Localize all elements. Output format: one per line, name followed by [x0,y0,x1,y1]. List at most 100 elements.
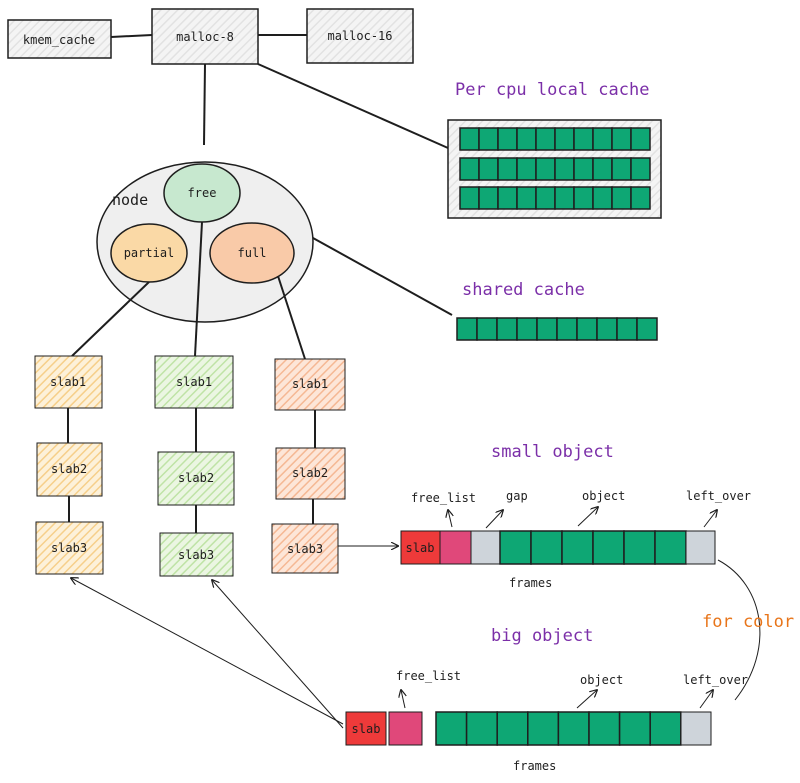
per-cpu-cache-cell [611,127,632,151]
full-label: full [238,246,267,260]
per-cpu-cache-cell [592,127,613,151]
per-cpu-cache-cell [478,186,499,210]
big-free-list-block [388,711,423,746]
small-gap-block [470,530,501,565]
per-cpu-cache-cell [497,157,518,181]
big-object-frame [618,711,651,746]
small-left-over-block [685,530,716,565]
small-frames-label: frames [509,576,552,590]
small-slab-header [400,530,441,565]
per-cpu-cache-cell [535,186,556,210]
big-left-over-arrow [699,690,713,709]
full-slab1-label: slab1 [292,377,328,391]
big-object-arrow [576,690,597,709]
small-object-frame [499,530,532,565]
kmem-to-malloc8-edge [110,34,153,38]
big-object-frame [435,711,468,746]
big-object-frame [496,711,529,746]
per-cpu-cache-title: Per cpu local cache [455,80,649,100]
small-object-frame [623,530,656,565]
per-cpu-cache-cell [497,127,518,151]
big-slab-to-partial-slab3-arrow [71,578,344,725]
free-slab1-label: slab1 [176,375,212,389]
per-cpu-cache-cell [516,127,537,151]
small-object-arrow [577,507,598,527]
shared-cache-row [456,317,658,341]
shared-cache-cell [576,317,598,341]
partial-slab1-label: slab1 [50,375,86,389]
small-gap-arrow [485,510,503,529]
partial-to-slabs-edge [71,281,150,357]
free-label: free [188,186,217,200]
shared-cache-cell [596,317,618,341]
partial-slab3-label: slab3 [51,541,87,555]
per-cpu-cache-cell [611,186,632,210]
full-slab3-label: slab3 [287,542,323,556]
full-slab-column: slab1 slab2 slab3 [271,358,346,574]
small-gap-label: gap [506,489,528,503]
per-cpu-cache-cell [478,127,499,151]
shared-cache-cell [636,317,658,341]
per-cpu-cache-cell [497,186,518,210]
big-left-over-label: left_over [683,673,748,687]
big-object-frame [649,711,682,746]
per-cpu-cache-cell [459,127,480,151]
partial-slab-column: slab1 slab2 slab3 [34,355,104,575]
per-cpu-cache-cell [573,186,594,210]
big-slab-to-free-slab3-arrow [212,580,344,729]
malloc-16-label: malloc-16 [327,29,392,43]
free-to-slabs-edge [194,221,203,357]
kmem-cache-box: kmem_cache [7,19,112,59]
small-object-frame [530,530,563,565]
shared-cache-cell [556,317,578,341]
small-free-list-label: free_list [411,491,476,505]
big-object-frames [435,711,682,746]
shared-cache-cell [516,317,538,341]
per-cpu-cache-cell [516,157,537,181]
big-object-frame [588,711,621,746]
small-object-slab-layout: slab [400,530,716,565]
small-object-frames [499,530,687,565]
big-left-over-block [680,711,712,746]
free-slab-column: slab1 slab2 slab3 [154,355,235,577]
full-to-slabs-edge [277,275,306,360]
per-cpu-cache-cell [630,127,651,151]
malloc-8-label: malloc-8 [176,30,234,44]
per-cpu-cache-cell [592,186,613,210]
big-slab-label: slab [352,722,381,736]
free-slab2-label: slab2 [178,471,214,485]
per-cpu-cache-cell [535,127,556,151]
small-object-frame [592,530,625,565]
per-cpu-cache-rows [459,127,651,210]
shared-cache-title: shared cache [462,280,585,300]
small-object-label: object [582,489,625,503]
for-color-curve [717,559,761,701]
node-label: node [112,191,148,209]
partial-list-circle: partial [110,223,188,283]
small-slab-label: slab [406,541,435,555]
small-object-frame [654,530,687,565]
small-object-title: small object [491,442,614,462]
small-left-over-label: left_over [686,489,751,503]
malloc8-to-node-edge [203,63,206,146]
kmem-cache-label: kmem_cache [23,33,95,47]
per-cpu-cache-cell [630,157,651,181]
per-cpu-cache-cell [535,157,556,181]
big-frames-label: frames [513,759,556,773]
free-slab3-label: slab3 [178,548,214,562]
small-left-over-arrow [703,510,717,528]
shared-cache-cell [476,317,498,341]
per-cpu-cache-cell [478,157,499,181]
big-object-frame [465,711,498,746]
big-free-list-arrow [401,690,405,709]
full-list-circle: full [209,222,295,284]
malloc8-to-percpu-edge [257,63,449,149]
partial-label: partial [124,246,175,260]
malloc-16-box: malloc-16 [306,8,414,64]
shared-cache-cell [496,317,518,341]
node-to-shared-cache-edge [312,237,453,316]
per-cpu-cache-cell [516,186,537,210]
big-object-frame [527,711,560,746]
big-slab-header [345,711,387,746]
